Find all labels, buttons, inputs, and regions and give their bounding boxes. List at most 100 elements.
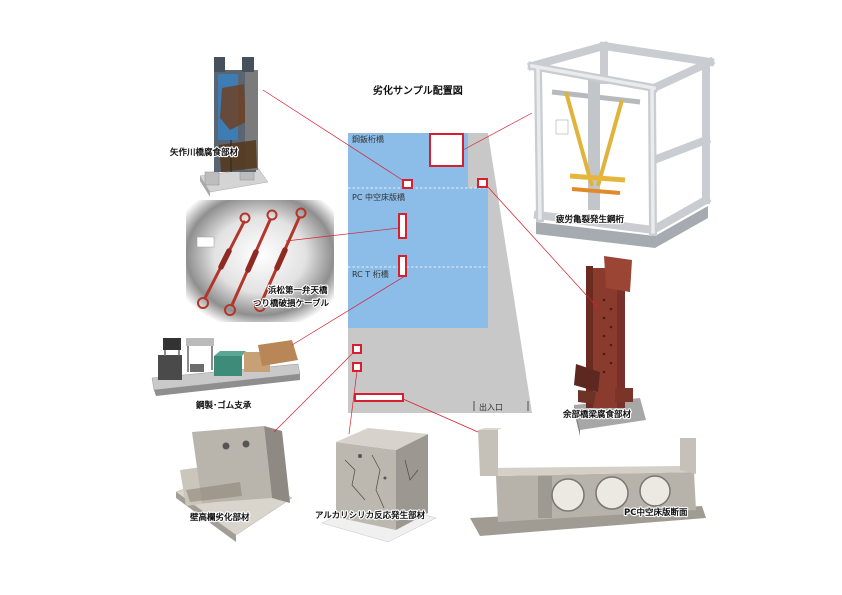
steel-block xyxy=(163,338,181,350)
end-upright-top xyxy=(478,428,502,430)
photo-bearings xyxy=(151,338,301,396)
orange-bar xyxy=(571,187,621,195)
crack xyxy=(344,459,366,501)
frame-side-beam xyxy=(648,134,712,166)
sample-tag xyxy=(196,236,215,248)
leader-amarube xyxy=(486,185,599,309)
leader-pc-section xyxy=(402,398,479,433)
turnbuckle xyxy=(218,248,232,270)
photo-asr-member xyxy=(321,428,437,543)
photo-amarube-corroded-member xyxy=(574,256,646,436)
leader-bearing xyxy=(291,275,406,346)
block-front xyxy=(336,442,396,530)
marker-parapet xyxy=(352,344,362,354)
label-amarube: 余部橋梁腐食部材 xyxy=(562,409,632,420)
table-front xyxy=(154,374,300,396)
frame-top-right xyxy=(648,56,716,94)
label-fatigue: 疲労亀裂発生鋼桁 xyxy=(556,214,625,225)
base-plinth-side xyxy=(200,176,210,197)
marker-pc-section xyxy=(354,393,404,402)
frame-highlight xyxy=(529,63,657,91)
hollow-void xyxy=(551,478,585,512)
frame-bottom-side xyxy=(647,194,712,236)
end-upright-right xyxy=(680,438,696,474)
base-beam xyxy=(536,206,708,248)
frame-highlight xyxy=(650,86,655,234)
hollow-void xyxy=(639,475,671,507)
block-top xyxy=(336,428,428,450)
rust-patch xyxy=(219,140,257,172)
leader-yahagi xyxy=(262,89,405,182)
column-top-tab xyxy=(242,57,254,72)
marker-amarube xyxy=(477,178,488,188)
sample-tag xyxy=(555,119,569,135)
cable-eye xyxy=(295,207,307,219)
label-pc-section: PC中空床版断面 xyxy=(624,507,688,518)
leader-lines xyxy=(262,89,599,435)
photo-yahagi-corroded-member xyxy=(199,57,269,197)
frame-highlight xyxy=(536,66,542,220)
label-yahagi: 矢作川橋腐食部材 xyxy=(169,147,239,158)
stand-top xyxy=(186,338,214,346)
rivet xyxy=(609,325,613,329)
block-side xyxy=(396,434,428,530)
yellow-brace xyxy=(564,91,594,187)
zone-pc-hollow-slab xyxy=(348,188,488,267)
marker-bearing xyxy=(398,255,407,277)
cable-eye xyxy=(239,212,251,224)
slab-top xyxy=(480,466,694,476)
leader-fatigue xyxy=(462,112,533,151)
cable-eye xyxy=(197,297,209,309)
rivet xyxy=(609,361,613,365)
crack xyxy=(404,459,419,481)
diagram-title: 劣化サンプル配置図 xyxy=(373,84,463,97)
beam-flange-right xyxy=(617,262,625,408)
rivet xyxy=(609,307,613,311)
cable-eye xyxy=(224,304,236,316)
floor-plan: 鋼鈑桁橋 PC 中空床版橋 RC T 桁橋 出入口 xyxy=(348,133,532,413)
base-plate-side xyxy=(574,405,580,436)
marker-asr xyxy=(352,362,362,372)
label-asr: アルカリシリカ反応発生部材 xyxy=(315,510,426,521)
small-bearing xyxy=(190,364,204,372)
beam-flange-left xyxy=(586,266,593,408)
beam-top-bracket xyxy=(604,256,632,292)
angle-fragment xyxy=(578,390,596,404)
rubber-bearing-teal xyxy=(214,356,242,376)
marker-yahagi xyxy=(402,179,413,189)
entrance-label: 出入口 xyxy=(479,402,503,412)
cable-eye xyxy=(254,300,266,312)
leader-cable xyxy=(285,227,400,242)
zone-label-rc-t-girder: RC T 桁橋 xyxy=(352,269,389,279)
turnbuckle xyxy=(245,249,259,273)
yellow-bar xyxy=(569,173,626,183)
rubber-bearing-top xyxy=(214,351,246,356)
yellow-brace xyxy=(596,99,624,187)
rivet xyxy=(602,370,606,374)
label-cable-line2: つり橋破損ケーブル xyxy=(253,298,329,309)
pier-stub xyxy=(538,476,552,518)
bottom-flange xyxy=(470,506,706,536)
column-top-tab xyxy=(214,57,225,72)
rivet xyxy=(602,298,606,302)
zone-label-pc-hollow-slab: PC 中空床版橋 xyxy=(352,192,405,202)
angle-fragment xyxy=(574,364,600,392)
rivet xyxy=(609,343,613,347)
deterioration xyxy=(186,482,242,502)
zone-rc-t-girder xyxy=(348,267,488,328)
spall xyxy=(358,454,362,458)
cable-eye xyxy=(266,209,278,221)
rivet xyxy=(602,334,606,338)
rivet xyxy=(602,352,606,356)
marker-fatigue-girder xyxy=(429,133,464,167)
frame-top-back xyxy=(599,41,715,67)
zone-label-steel-plate-girder: 鋼鈑桁橋 xyxy=(352,134,384,144)
end-upright-left xyxy=(478,430,498,476)
frame-top-left xyxy=(527,41,609,71)
lower-bracket xyxy=(615,388,633,402)
label-cable-line1: 浜松第一弁天橋 xyxy=(268,285,328,296)
steel-bearing xyxy=(158,355,182,380)
crack xyxy=(371,454,385,509)
rivet xyxy=(602,316,606,320)
